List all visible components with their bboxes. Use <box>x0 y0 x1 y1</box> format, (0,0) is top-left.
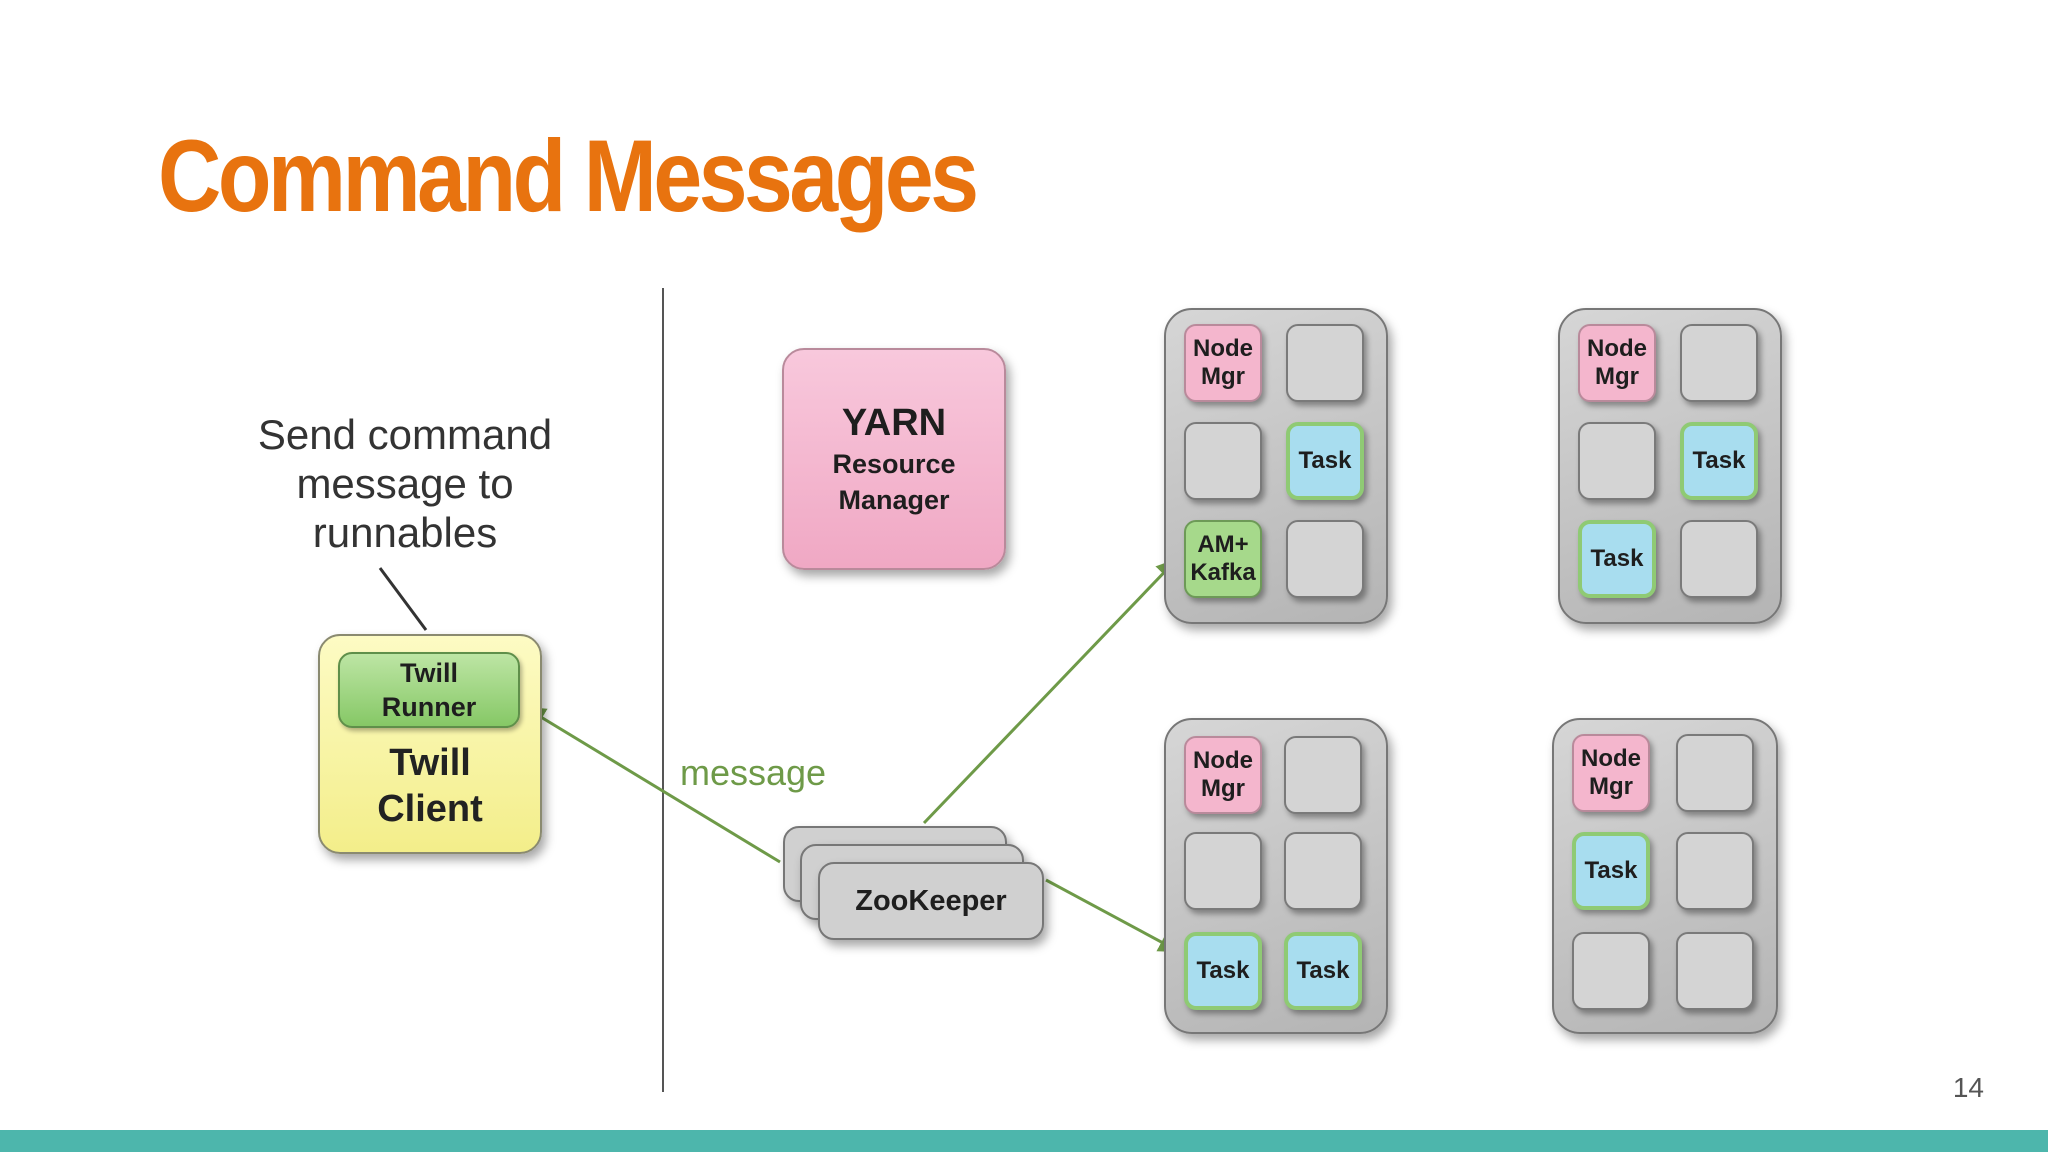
empty-slot-cell <box>1676 734 1754 812</box>
empty-slot-cell <box>1284 832 1362 910</box>
cell-label: Task <box>1296 957 1350 984</box>
node-container-2: Node Mgr Task Task <box>1558 308 1782 624</box>
empty-slot-cell <box>1284 736 1362 814</box>
message-arrow-to-runner <box>524 706 781 864</box>
cell-label: Task <box>1298 447 1352 474</box>
cell-label: Node Mgr <box>1193 335 1253 390</box>
task-cell: Task <box>1184 932 1262 1010</box>
caption: Send command message to runnables <box>225 410 585 557</box>
cell-label: Node Mgr <box>1581 745 1641 800</box>
empty-slot-cell <box>1680 324 1758 402</box>
empty-slot-cell <box>1184 832 1262 910</box>
task-cell: Task <box>1284 932 1362 1010</box>
empty-slot-cell <box>1286 520 1364 598</box>
task-cell: Task <box>1286 422 1364 500</box>
node-container-1: Node Mgr Task AM+ Kafka <box>1164 308 1388 624</box>
yarn-subtitle: Resource Manager <box>832 449 956 515</box>
task-cell: Task <box>1578 520 1656 598</box>
empty-slot-cell <box>1184 422 1262 500</box>
node-manager-cell: Node Mgr <box>1184 736 1262 814</box>
message-label: message <box>680 752 827 793</box>
empty-slot-cell <box>1676 932 1754 1010</box>
caption-line: message to <box>296 460 514 507</box>
empty-slot-cell <box>1680 520 1758 598</box>
yarn-title: YARN <box>841 402 947 444</box>
cell-label: Node Mgr <box>1587 335 1647 390</box>
message-arrow-to-am <box>922 558 1178 825</box>
yarn-resource-manager: YARN Resource Manager <box>782 348 1006 570</box>
node-container-3: Node Mgr Task Task <box>1164 718 1388 1034</box>
node-manager-cell: Node Mgr <box>1578 324 1656 402</box>
cell-label: Task <box>1590 545 1644 572</box>
message-arrow-to-task <box>1045 878 1180 953</box>
empty-slot-cell <box>1676 832 1754 910</box>
cell-label: Task <box>1584 857 1638 884</box>
caption-pointer <box>378 567 428 631</box>
task-cell: Task <box>1572 832 1650 910</box>
empty-slot-cell <box>1578 422 1656 500</box>
twill-client-label: Twill Client <box>377 742 483 830</box>
twill-runner: Twill Runner <box>338 652 520 728</box>
page-number: 14 <box>1952 1072 1984 1103</box>
zookeeper-label: ZooKeeper <box>855 884 1007 917</box>
twill-client: Twill Runner Twill Client <box>318 634 542 854</box>
caption-line: Send command <box>257 411 553 458</box>
caption-line: runnables <box>312 509 498 556</box>
cell-label: AM+ Kafka <box>1190 531 1256 586</box>
cell-label: Task <box>1692 447 1746 474</box>
node-container-4: Node Mgr Task <box>1552 718 1778 1034</box>
zookeeper: ZooKeeper <box>818 862 1044 940</box>
section-divider <box>662 288 664 1092</box>
slide-title: Command Messages <box>158 119 979 233</box>
cell-label: Task <box>1196 957 1250 984</box>
empty-slot-cell <box>1572 932 1650 1010</box>
node-manager-cell: Node Mgr <box>1572 734 1650 812</box>
footer-bar <box>0 1130 2048 1152</box>
twill-runner-label: Twill Runner <box>381 658 477 722</box>
empty-slot-cell <box>1286 324 1364 402</box>
task-cell: Task <box>1680 422 1758 500</box>
am-kafka-cell: AM+ Kafka <box>1184 520 1262 598</box>
node-manager-cell: Node Mgr <box>1184 324 1262 402</box>
cell-label: Node Mgr <box>1193 747 1253 802</box>
